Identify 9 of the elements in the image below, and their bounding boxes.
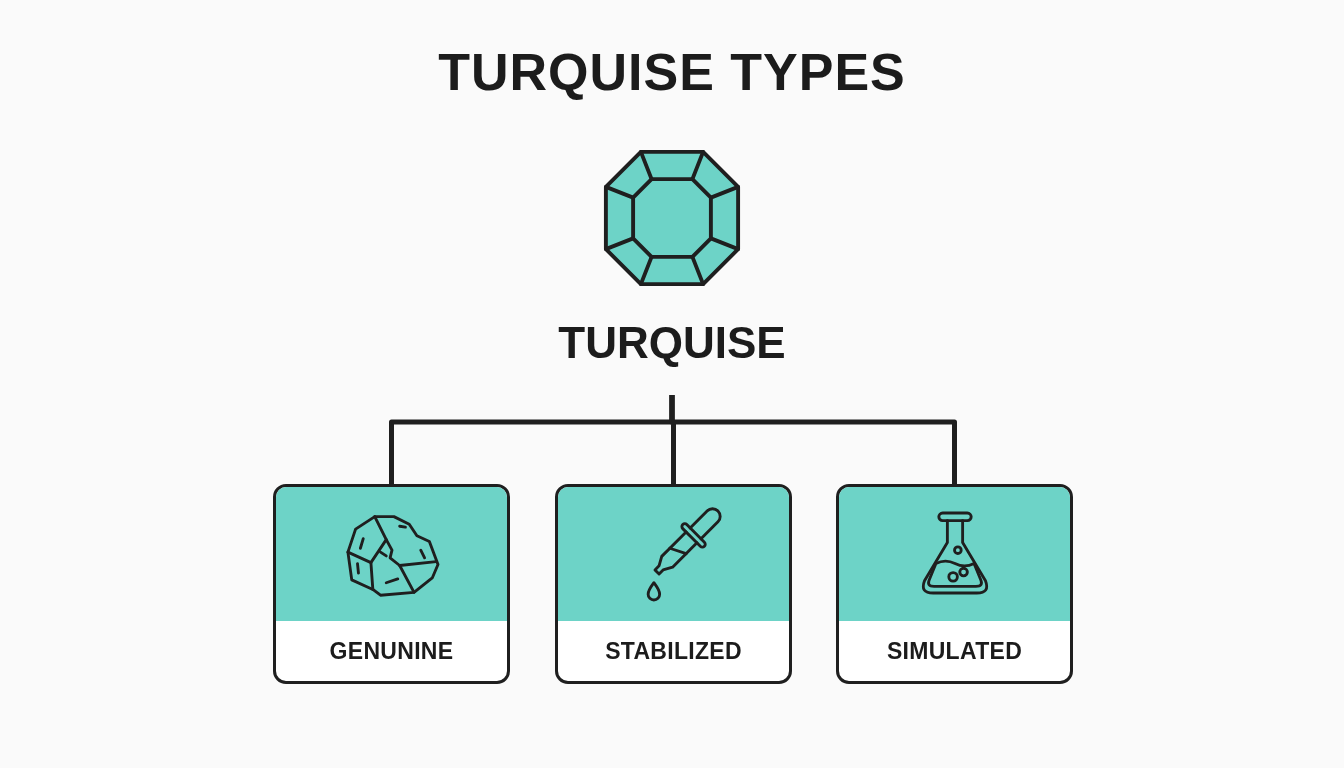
category-label: STABILIZED (605, 637, 742, 665)
connector-line (669, 395, 957, 484)
category-card (836, 484, 1073, 684)
root-label: TURQUISE (558, 318, 786, 368)
category-label: GENUNINE (329, 637, 454, 665)
category-label: SIMULATED (886, 637, 1023, 665)
diagram-title: TURQUISE TYPES (437, 42, 907, 102)
category-card (273, 484, 510, 684)
category-card (555, 484, 792, 684)
